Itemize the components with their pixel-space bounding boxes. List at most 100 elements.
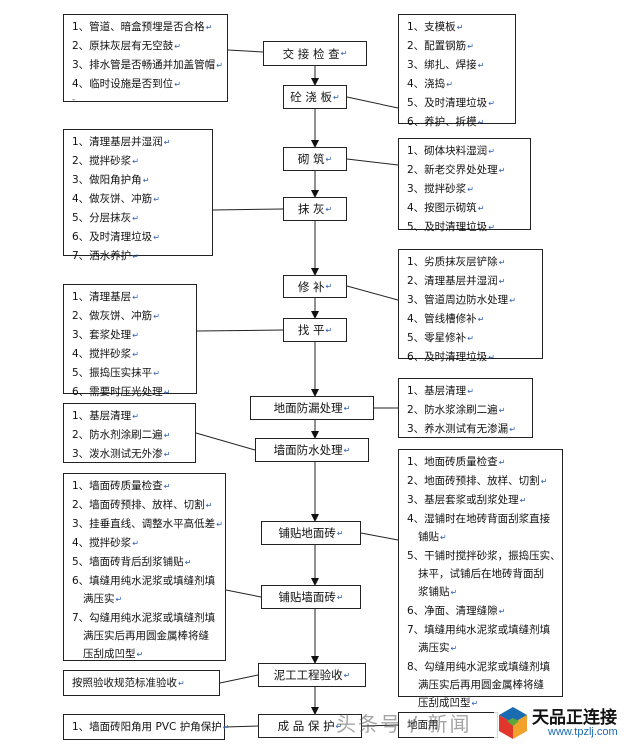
step-label: 抹 灰 xyxy=(297,202,325,216)
list-item: 3、泼水测试无外渗↵ xyxy=(72,448,171,460)
list-item: 4、浇捣↵ xyxy=(407,78,453,90)
step-finished-protection: 成 品 保 护↵ xyxy=(258,714,362,738)
list-item: 1、清理基层↵ xyxy=(72,291,139,303)
right-box-floor-leak-items: 1、基层清理↵ 2、防水浆涂刷二遍↵ 3、养水测试有无渗漏↵ xyxy=(398,378,533,438)
step-label: 泥工工程验收 xyxy=(273,668,343,682)
list-item: 3、搅拌砂浆↵ xyxy=(407,183,474,195)
list-item: 1、地面砖质量检查↵ xyxy=(407,456,506,468)
list-item: 1、基层清理↵ xyxy=(72,410,139,422)
list-item: 6、养护、拆模↵ xyxy=(407,116,485,128)
list-item: 1、清理基层并湿润↵ xyxy=(72,136,171,148)
list-item: 4、管线槽修补↵ xyxy=(407,313,485,325)
list-item: 7、勾缝用纯水泥浆或填缝剂填 xyxy=(72,612,216,624)
step-label: 铺贴地面砖 xyxy=(278,526,336,540)
list-item: 4、做灰饼、冲筋↵ xyxy=(72,193,160,205)
list-item: 抹平，试铺后在地砖背面刮 xyxy=(418,568,544,580)
left-box-leveling-items: 1、清理基层↵ 2、做灰饼、冲筋↵ 3、套浆处理↵ 4、搅拌砂浆↵ 5、振捣压实… xyxy=(63,284,197,398)
step-plastering: 抹 灰↵ xyxy=(283,197,347,221)
list-item: 地面用 xyxy=(407,719,439,731)
list-item: 2、搅拌砂浆↵ xyxy=(72,155,139,167)
right-connector xyxy=(346,285,399,301)
list-item: 2、地面砖预排、放样、切割↵ xyxy=(407,475,548,487)
list-item: 5、及时清理垃圾↵ xyxy=(407,97,495,109)
list-item: 2、墙面砖预排、放样、切割↵ xyxy=(72,499,213,511)
list-item: 4、搅拌砂浆↵ xyxy=(72,348,139,360)
right-box-concrete-items: 1、支模板↵ 2、配置钢筋↵ 3、绑扎、焊接↵ 4、浇捣↵ 5、及时清理垃圾↵ … xyxy=(398,14,516,128)
right-connector xyxy=(361,724,399,727)
list-item: 3、排水管是否畅通并加盖管帽↵ xyxy=(72,59,223,71)
list-item: 1、砌体块料湿润↵ xyxy=(407,145,495,157)
step-floor-tiling: 铺贴地面砖↵ xyxy=(261,521,361,545)
step-wall-waterproofing: 墙面防水处理↵ xyxy=(255,438,369,462)
list-item: 2、新老交界处处理↵ xyxy=(407,164,506,176)
list-item: 2、原抹灰层有无空鼓↵ xyxy=(72,40,181,52)
list-item: 5、干铺时搅拌砂浆，振捣压实、 xyxy=(407,550,561,562)
list-item: 满压实后再用圆金属棒将缝 xyxy=(418,679,544,691)
list-item: 1、墙面砖质量检查↵ xyxy=(72,480,171,492)
list-item: 3、绑扎、焊接↵ xyxy=(407,59,485,71)
list-item: 6、需要时压光处理↵ xyxy=(72,386,171,398)
list-item: 2、清理基层并湿润↵ xyxy=(407,275,506,287)
list-item: 浆铺贴↵ xyxy=(418,586,458,598)
left-connector xyxy=(195,432,256,451)
brand-watermark: 天品正连接 www.tpzlj.com xyxy=(494,699,640,747)
right-connector xyxy=(346,96,399,109)
left-connector xyxy=(224,725,259,728)
list-item: 3、管道周边防水处理↵ xyxy=(407,294,516,306)
right-box-repair-items: 1、劣质抹灰层铲除↵ 2、清理基层并湿润↵ 3、管道周边防水处理↵ 4、管线槽修… xyxy=(398,249,543,363)
list-item: 5、及时清理垃圾↵ xyxy=(407,221,495,233)
brand-logo-icon xyxy=(499,707,527,739)
list-item: 1、支模板↵ xyxy=(407,21,464,33)
right-connector xyxy=(360,532,399,541)
right-box-protection-items: 地面用 xyxy=(398,712,498,738)
right-box-masonry-items: 1、砌体块料湿润↵ 2、新老交界处处理↵ 3、搅拌砂浆↵ 4、按图示砌筑↵ 5、… xyxy=(398,138,531,233)
left-box-protection-items: 1、墙面砖阳角用 PVC 护角保护↵ xyxy=(63,714,230,740)
trailing-dot: - xyxy=(72,95,76,105)
step-floor-leakproofing: 地面防漏处理↵ xyxy=(250,396,374,420)
step-concrete-slab: 砼 浇 板↵ xyxy=(283,85,347,109)
step-label: 砌 筑 xyxy=(297,152,325,166)
list-item: 2、配置钢筋↵ xyxy=(407,40,474,52)
list-item: 7、洒水养护↵ xyxy=(72,250,139,262)
list-item: 3、挂垂直线、调整水平高低差↵ xyxy=(72,518,223,530)
left-box-wall-waterproof-items: 1、基层清理↵ 2、防水剂涂刷二遍↵ 3、泼水测试无外渗↵ xyxy=(63,403,196,463)
list-item: 铺贴↵ xyxy=(418,531,447,543)
step-label: 成 品 保 护 xyxy=(277,719,335,733)
list-item: 3、做阳角护角↵ xyxy=(72,174,150,186)
list-item: 2、防水浆涂刷二遍↵ xyxy=(407,404,506,416)
left-box-handover-items: 1、管道、暗盒预埋是否合格↵ 2、原抹灰层有无空鼓↵ 3、排水管是否畅通并加盖管… xyxy=(63,14,228,105)
list-item: 满压实↵ xyxy=(83,593,123,605)
list-item: 2、防水剂涂刷二遍↵ xyxy=(72,429,171,441)
list-item: 压刮成凹型↵ xyxy=(83,648,144,660)
list-item: 5、分层抹灰↵ xyxy=(72,212,139,224)
step-acceptance: 泥工工程验收↵ xyxy=(258,663,366,687)
step-handover-check: 交 接 检 查↵ xyxy=(263,41,367,66)
step-label: 砼 浇 板 xyxy=(290,90,333,104)
step-label: 铺贴墙面砖 xyxy=(278,590,336,604)
left-connector xyxy=(212,208,284,211)
left-connector xyxy=(196,329,284,332)
right-box-floor-tiling-items: 1、地面砖质量检查↵ 2、地面砖预排、放样、切割↵ 3、基层套浆或刮浆处理↵ 4… xyxy=(398,449,563,709)
list-item: 6、及时清理垃圾↵ xyxy=(72,231,160,243)
step-repair: 修 补↵ xyxy=(283,275,347,298)
list-item: 3、养水测试有无渗漏↵ xyxy=(407,423,516,435)
list-item: 2、做灰饼、冲筋↵ xyxy=(72,310,160,322)
list-item: 6、净面、清理缝隙↵ xyxy=(407,605,506,617)
step-label: 交 接 检 查 xyxy=(282,46,340,61)
list-item: 1、劣质抹灰层铲除↵ xyxy=(407,256,506,268)
list-item: 4、湿铺时在地砖背面刮浆直接 xyxy=(407,513,551,525)
brand-name: 天品正连接 xyxy=(532,708,617,728)
list-item: 满压实↵ xyxy=(418,642,458,654)
brand-url: www.tpzlj.com xyxy=(548,726,618,738)
list-item: 4、临时设施是否到位↵ xyxy=(72,78,181,90)
list-item: 8、勾缝用纯水泥浆或填缝剂填 xyxy=(407,661,551,673)
left-connector xyxy=(225,589,262,598)
list-item: 1、墙面砖阳角用 PVC 护角保护↵ xyxy=(72,721,230,733)
step-masonry: 砌 筑↵ xyxy=(283,147,347,171)
step-label: 找 平 xyxy=(297,323,325,337)
left-box-wall-tiling-items: 1、墙面砖质量检查↵ 2、墙面砖预排、放样、切割↵ 3、挂垂直线、调整水平高低差… xyxy=(63,473,226,661)
list-item: 6、及时清理垃圾↵ xyxy=(407,351,495,363)
list-item: 1、基层清理↵ xyxy=(407,385,474,397)
list-item: 5、振捣压实抹平↵ xyxy=(72,367,160,379)
